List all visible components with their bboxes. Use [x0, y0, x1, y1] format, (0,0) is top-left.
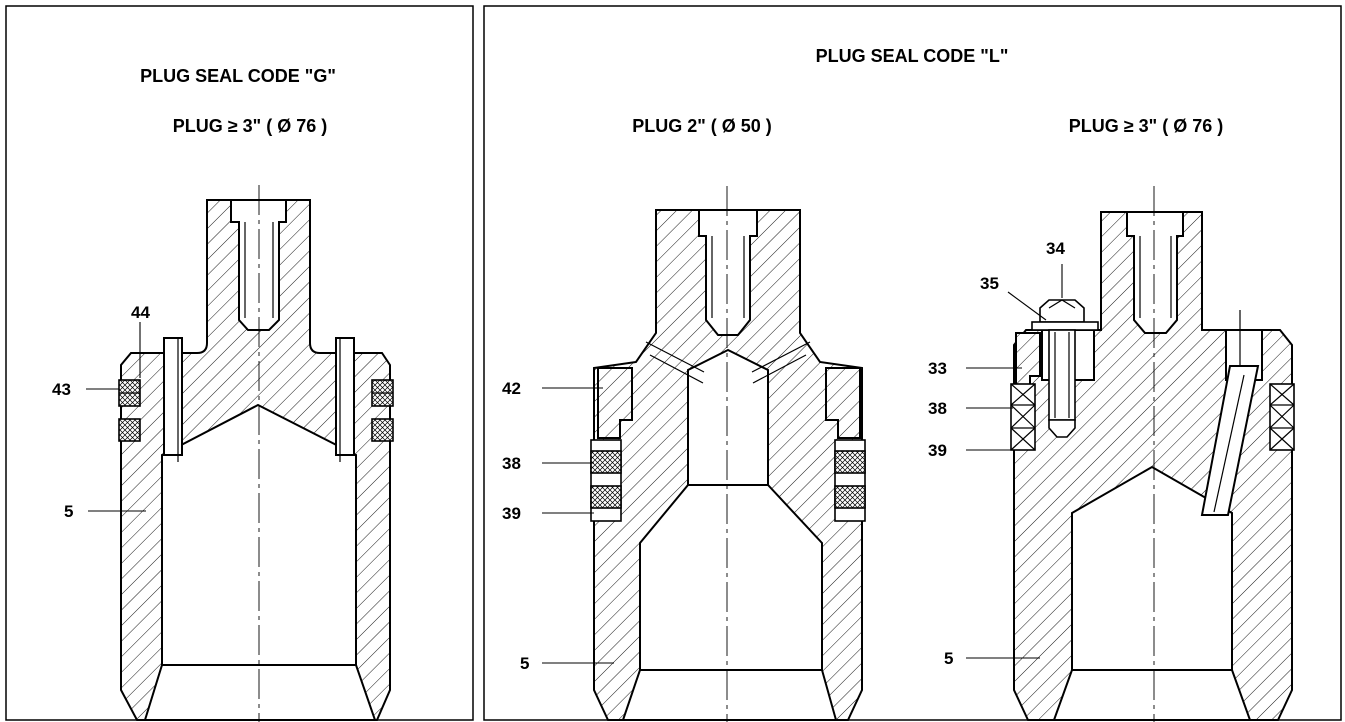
label-38-2in: 38 — [502, 454, 521, 473]
plug-l-3in-section — [1010, 186, 1295, 722]
panel-l-frame — [483, 5, 1342, 721]
plug-l-2in-section — [590, 186, 866, 722]
label-44: 44 — [131, 303, 150, 322]
panel-l-3in-subtitle: PLUG ≥ 3" ( Ø 76 ) — [1069, 116, 1223, 136]
label-42: 42 — [502, 379, 521, 398]
label-43: 43 — [52, 380, 71, 399]
label-35: 35 — [980, 274, 999, 293]
label-33: 33 — [928, 359, 947, 378]
label-39-2in: 39 — [502, 504, 521, 523]
label-5-g: 5 — [64, 502, 73, 521]
label-39-3in: 39 — [928, 441, 947, 460]
label-5-2in: 5 — [520, 654, 529, 673]
plug-g-section — [118, 185, 394, 722]
panel-g-title: PLUG SEAL CODE "G" — [140, 66, 336, 86]
panel-l-title: PLUG SEAL CODE "L" — [816, 46, 1009, 66]
panel-g-subtitle: PLUG ≥ 3" ( Ø 76 ) — [173, 116, 327, 136]
label-34: 34 — [1046, 239, 1065, 258]
panel-l-2in-subtitle: PLUG 2" ( Ø 50 ) — [632, 116, 772, 136]
label-38-3in: 38 — [928, 399, 947, 418]
label-5-3in: 5 — [944, 649, 953, 668]
